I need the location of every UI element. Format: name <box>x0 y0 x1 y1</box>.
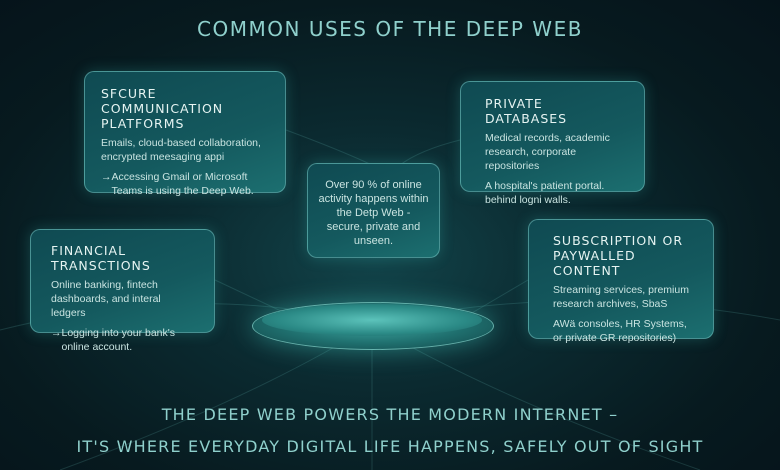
card-description: Emails, cloud-based collaboration, encry… <box>101 137 261 163</box>
card-heading: SFCURE COMMUNICATION PLATFORMS <box>101 86 224 131</box>
footer-line-1: THE DEEP WEB POWERS THE MODERN INTERNET … <box>161 405 619 424</box>
card-financial-transactions: FINANCIAL TRANSCTIONS Online banking, fi… <box>30 229 215 353</box>
card-private-databases: PRIVATE DATABASES Medical records, acade… <box>460 81 645 206</box>
card-example: A hospital's patient portal. behind logn… <box>485 180 605 206</box>
arrow-right-icon: → <box>51 327 62 339</box>
card-example: →Logging into your bank's online account… <box>51 326 194 354</box>
card-description: Online banking, fintech dashboards, and … <box>51 279 161 319</box>
card-description: Streaming services, premium research arc… <box>553 284 689 310</box>
card-example-text: Logging into your bank's online account. <box>61 327 176 353</box>
card-description: Medical records, academic research, corp… <box>485 132 610 172</box>
platform-top-surface <box>262 304 482 336</box>
card-subscription-content: SUBSCRIPTION OR PAYWALLED CONTENT Stream… <box>528 219 714 344</box>
statistic-text: Over 90 % of online activity happens wit… <box>318 179 429 247</box>
arrow-right-icon: → <box>101 171 112 183</box>
card-heading: SUBSCRIPTION OR PAYWALLED CONTENT <box>553 233 684 278</box>
card-heading: FINANCIAL TRANSCTIONS <box>51 243 151 273</box>
footer-line-2: IT'S WHERE EVERYDAY DIGITAL LIFE HAPPENS… <box>76 437 704 456</box>
card-statistic: Over 90 % of online activity happens wit… <box>307 163 440 258</box>
card-secure-communication: SFCURE COMMUNICATION PLATFORMS Emails, c… <box>84 71 286 197</box>
card-example: →Accessing Gmail or Microsoft Teams is u… <box>101 170 269 198</box>
card-example-text: Accessing Gmail or Microsoft Teams is us… <box>111 171 254 197</box>
page-title: COMMON USES OF THE DEEP WEB <box>197 17 583 41</box>
card-example: AWä consoles, HR Systems, or private GR … <box>553 318 687 344</box>
card-heading: PRIVATE DATABASES <box>485 96 568 126</box>
